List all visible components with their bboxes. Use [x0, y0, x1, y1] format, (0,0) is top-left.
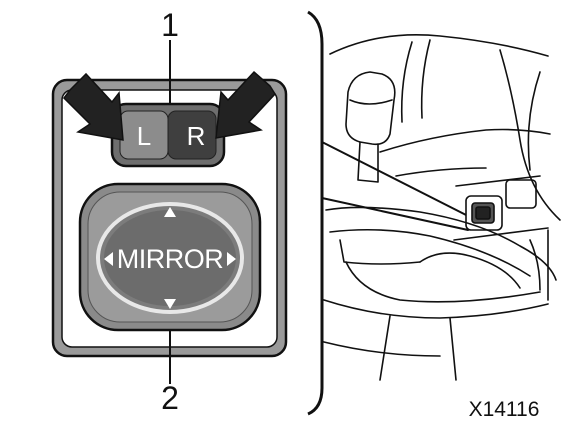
- car-interior-drawing: [321, 34, 561, 381]
- callout-2: 2: [161, 380, 179, 416]
- triangle-right-icon: [227, 252, 236, 266]
- lr-selector-switch[interactable]: L R: [110, 102, 226, 168]
- switch-panel-closeup: L R MIRROR 1 2: [51, 7, 288, 416]
- mirror-label: MIRROR: [117, 244, 224, 274]
- arrow-icon: [63, 70, 276, 141]
- triangle-down-icon: [164, 299, 176, 309]
- switch-label-l: L: [137, 121, 151, 151]
- switch-label-r: R: [187, 121, 206, 151]
- callout-1: 1: [161, 7, 179, 43]
- figure-code: X14116: [469, 398, 540, 421]
- divider-bracket: [307, 10, 324, 416]
- mirror-adjust-switch[interactable]: MIRROR: [78, 182, 262, 332]
- press-arrow-left-icon: [63, 72, 124, 141]
- triangle-left-icon: [104, 252, 113, 266]
- triangle-up-icon: [164, 207, 176, 217]
- press-arrow-right-icon: [215, 70, 276, 139]
